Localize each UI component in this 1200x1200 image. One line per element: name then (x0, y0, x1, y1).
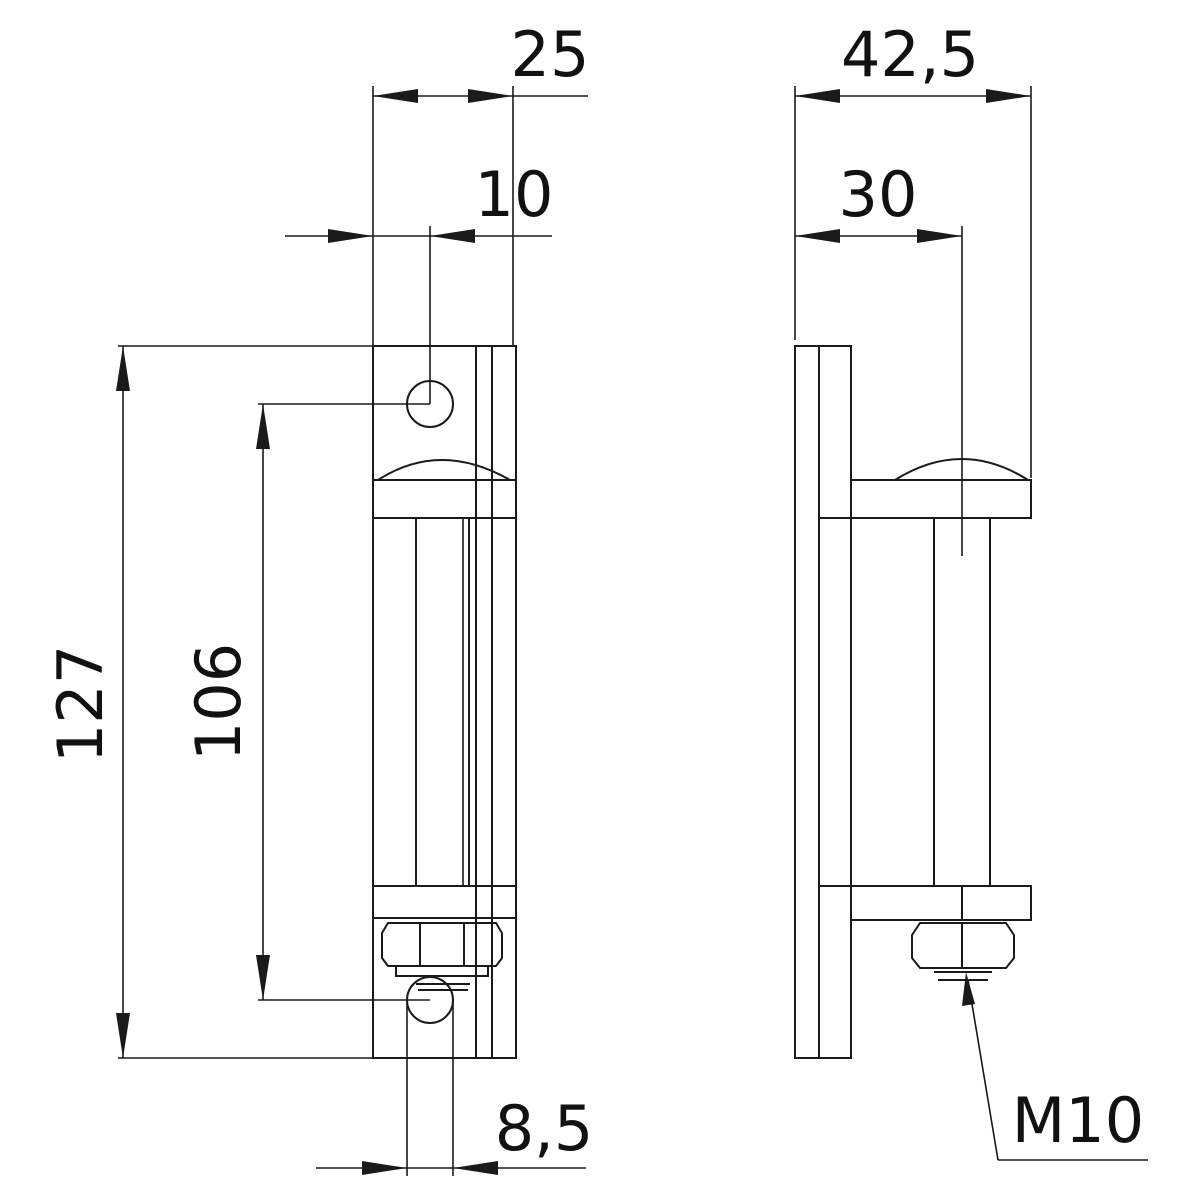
arrow-10-left (328, 229, 373, 243)
dim-10-label: 10 (475, 158, 554, 231)
arrow-30-left (795, 229, 840, 243)
back-plate (794, 345, 852, 1059)
washer (395, 965, 489, 977)
thread-m10-label: M10 (1012, 1084, 1144, 1157)
arrow-106-top (256, 404, 270, 449)
arrow-85-left (362, 1161, 407, 1175)
top-plate (372, 479, 517, 519)
dim-30-label: 30 (839, 158, 918, 231)
dim-127-label: 127 (44, 645, 117, 763)
hex-nut (381, 922, 503, 967)
front-outline (372, 345, 517, 1059)
dim-425-label: 42,5 (841, 18, 979, 91)
side-hex-nut (911, 922, 1015, 969)
arrow-25-left (373, 89, 418, 103)
arrow-106-bottom (256, 955, 270, 1000)
front-dimensions: 25 10 127 106 8,5 (44, 18, 593, 1176)
arrow-425-left (795, 89, 840, 103)
arrow-m10 (962, 972, 975, 1006)
top-arm (819, 479, 1032, 519)
side-view (794, 226, 1032, 1059)
arrow-10-right (430, 229, 475, 243)
bottom-arm (819, 885, 1032, 921)
top-dome (377, 459, 511, 481)
arrow-25-right (468, 89, 513, 103)
arrow-425-right (986, 89, 1031, 103)
arrow-127-bottom (116, 1013, 130, 1058)
dim-25-label: 25 (511, 18, 590, 91)
bolt-thread (416, 983, 470, 991)
bottom-plate (372, 885, 517, 919)
dim-85-label: 8,5 (495, 1092, 594, 1165)
arrow-85-right (453, 1161, 498, 1175)
front-view (372, 345, 517, 1059)
dim-106-label: 106 (182, 643, 255, 761)
arrow-127-top (116, 346, 130, 391)
side-dimensions: 42,5 30 M10 (794, 18, 1148, 1161)
side-bolt-thread (934, 971, 992, 981)
arrow-30-right (917, 229, 962, 243)
